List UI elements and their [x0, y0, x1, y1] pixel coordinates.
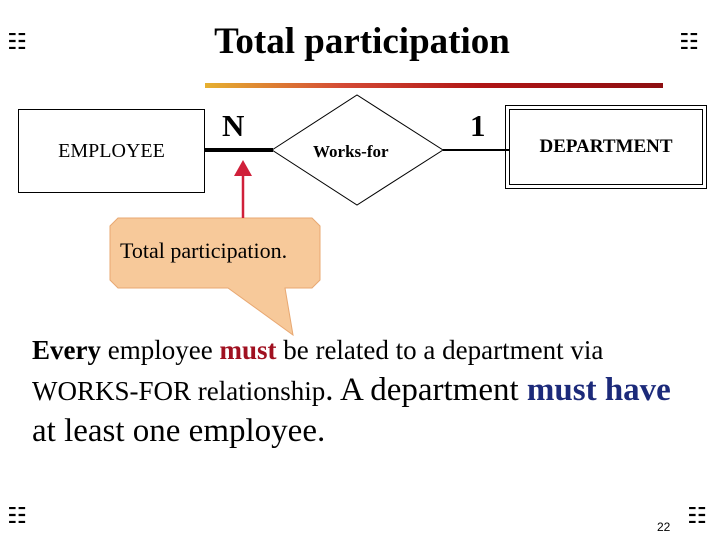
corner-bullet-icon-bottom-right: ☷ — [687, 504, 707, 529]
corner-bullet-icon-bottom-left: ☷ — [7, 504, 27, 529]
callout-text: Total participation. — [120, 238, 288, 263]
cardinality-left: N — [222, 108, 245, 143]
body-must: must — [219, 335, 277, 365]
entity-department: DEPARTMENT — [505, 105, 707, 189]
body-text-part: A department — [339, 372, 527, 408]
page-number: 22 — [657, 520, 671, 534]
body-text-part: be related to a department via WORKS-FOR… — [32, 335, 604, 406]
cardinality-right: 1 — [470, 108, 486, 143]
body-text: Every employee must be related to a depa… — [32, 330, 702, 452]
relationship-label: Works-for — [313, 142, 389, 161]
body-period: . — [325, 372, 340, 408]
callout-bubble — [109, 217, 321, 337]
body-every: Every — [32, 335, 101, 365]
corner-bullet-icon-top-right: ☷ — [679, 30, 699, 55]
title-underline-rule — [205, 83, 663, 88]
corner-bullet-icon-top-left: ☷ — [7, 30, 27, 55]
entity-employee: EMPLOYEE — [18, 109, 205, 193]
body-text-part: at least one employee. — [32, 413, 326, 449]
relationship-diamond — [271, 94, 444, 206]
slide-title: Total participation — [214, 21, 510, 62]
body-must-have: must have — [526, 372, 671, 408]
callout-arrow-head — [234, 160, 252, 176]
body-text-part: employee — [100, 335, 220, 365]
